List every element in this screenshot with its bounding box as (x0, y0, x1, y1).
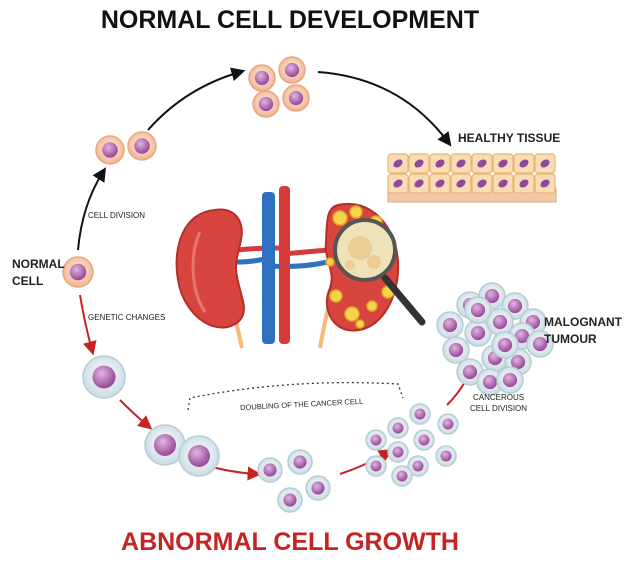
label-normal-cell-line2: CELL (12, 274, 44, 288)
dividing-cell (248, 64, 276, 92)
label-healthy-tissue: HEALTHY TISSUE (458, 131, 561, 145)
tumour-spot (349, 205, 363, 219)
healthy-tissue-block (387, 153, 557, 203)
dividing-cancer-cell (413, 429, 435, 451)
magnifier-handle (381, 274, 426, 326)
dividing-cancer-cell (387, 441, 409, 463)
renal-vein-right (269, 259, 329, 269)
label-tumour-line2: TUMOUR (544, 332, 597, 346)
tumour-cell (478, 282, 506, 310)
doubled-cancer-cell (287, 449, 313, 475)
dividing-cancer-cell (407, 455, 429, 477)
dividing-cancer-cell (387, 417, 409, 439)
normal-path-arrows (77, 67, 452, 251)
doubling-label: DOUBLING OF THE CANCER CELL (240, 397, 364, 412)
tumour-cell (496, 366, 524, 394)
label-normal-cell-line1: NORMAL (12, 257, 65, 271)
label-cell-division: CELL DIVISION (88, 211, 146, 220)
dividing-cell (252, 90, 280, 118)
tumour-spot (355, 319, 365, 329)
label-cancerous-line2: CELL DIVISION (470, 404, 528, 413)
kidneys-illustration (175, 186, 426, 349)
doubled-cancer-cell (257, 457, 283, 483)
tumour-spot (325, 257, 335, 267)
tumour-cell (501, 292, 529, 320)
tumour-cell (436, 311, 464, 339)
tumour-cell (464, 296, 492, 324)
renal-artery-left (236, 245, 284, 253)
arrow-quad-to-tissue (317, 71, 452, 147)
tumour-spot (332, 210, 348, 226)
tumour-spot (344, 306, 360, 322)
arrow-mutated-to-cancer (119, 399, 153, 430)
title-abnormal-growth: ABNORMAL CELL GROWTH (121, 528, 459, 556)
doubled-cancer-cell (305, 475, 331, 501)
title-normal-development: NORMAL CELL DEVELOPMENT (100, 6, 480, 34)
label-cancerous-division: CANCEROUS CELL DIVISION (470, 392, 527, 414)
dividing-cancer-cell (409, 403, 431, 425)
label-genetic-changes: GENETIC CHANGES (88, 313, 166, 322)
aorta (279, 186, 290, 344)
dividing-cell (278, 56, 306, 84)
label-malignant-tumour: MALOGNANT TUMOUR (544, 314, 622, 348)
arrow-double-to-cluster (339, 449, 393, 475)
label-cancerous-line1: CANCEROUS (472, 393, 525, 402)
tumour-spot (329, 289, 343, 303)
label-normal-cell: NORMAL CELL (12, 256, 65, 290)
label-tumour-line1: MALOGNANT (544, 315, 622, 329)
doubling-bracket (187, 381, 404, 411)
cancer-cell (178, 435, 220, 477)
arrow-normal-to-pair (77, 167, 107, 251)
cancer-cell (144, 424, 186, 466)
arrow-pair-to-quad (147, 67, 246, 131)
vena-cava (262, 192, 275, 344)
cells-layer (62, 56, 554, 513)
dividing-cancer-cell (391, 465, 413, 487)
dividing-cancer-cell (365, 429, 387, 451)
divided-cell (127, 131, 157, 161)
divided-cell (95, 135, 125, 165)
mutated-cell (82, 355, 126, 399)
dividing-cancer-cell (365, 455, 387, 477)
dividing-cancer-cell (435, 445, 457, 467)
tumour-cell (491, 331, 519, 359)
tumour-cell (442, 336, 470, 364)
doubled-cancer-cell (277, 487, 303, 513)
tumour-spot (366, 300, 378, 312)
arrow-normal-to-mutated (79, 294, 97, 356)
healthy-kidney (175, 208, 245, 329)
dividing-cancer-cell (437, 413, 459, 435)
dividing-cell (282, 84, 310, 112)
tumour-cell (526, 330, 554, 358)
normal-cell (62, 256, 94, 288)
